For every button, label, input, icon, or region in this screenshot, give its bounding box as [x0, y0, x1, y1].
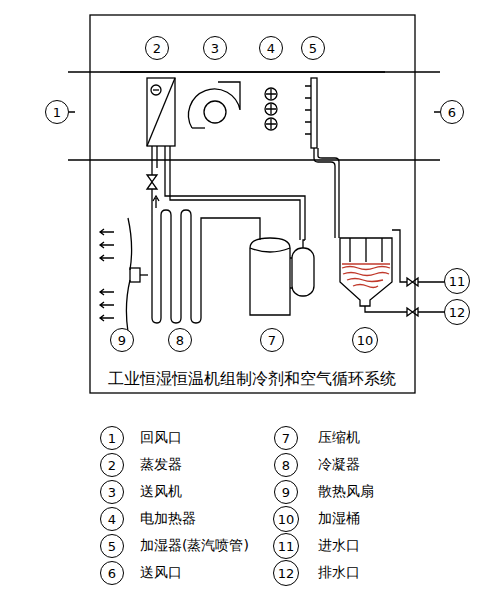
- callout-text: 2: [108, 459, 116, 472]
- callout-text: 8: [176, 334, 184, 347]
- callout-number: 10: [273, 506, 299, 532]
- callout-text: 12: [449, 306, 466, 319]
- condenser-coil: [152, 205, 260, 323]
- drain-pipe: [365, 306, 445, 312]
- callout-number: 9: [110, 328, 134, 352]
- humidifier-tank: [340, 238, 392, 306]
- callout-text: 9: [118, 334, 126, 347]
- callout-text: 9: [282, 486, 290, 499]
- part-name: 压缩机: [318, 430, 360, 445]
- blower: [188, 82, 240, 128]
- steam-nozzle: [311, 78, 317, 148]
- compressor: [250, 238, 290, 315]
- part-name: 回风口: [140, 430, 182, 445]
- callout-number: 1: [45, 100, 69, 124]
- callout-number: 7: [260, 328, 284, 352]
- part-name: 散热风扇: [318, 484, 374, 499]
- callout-number: 12: [273, 560, 299, 586]
- callout-text: 3: [108, 486, 116, 499]
- part-name: 排水口: [318, 565, 360, 580]
- part-name: 蒸发器: [140, 457, 182, 472]
- callout-number: 6: [100, 561, 124, 585]
- callout-text: 6: [108, 567, 116, 580]
- part-name: 冷凝器: [318, 457, 360, 472]
- callout-text: 2: [153, 42, 161, 55]
- callout-text: 5: [108, 540, 116, 553]
- callout-text: 6: [448, 106, 456, 119]
- unit-housing: [90, 15, 415, 393]
- callout-number: 5: [301, 36, 325, 60]
- callout-text: 12: [278, 567, 295, 580]
- cooling-fan: [100, 218, 148, 332]
- callout-number: 9: [274, 480, 298, 504]
- part-name: 电加热器: [140, 511, 196, 526]
- refrigerant-pipe: [152, 146, 300, 240]
- callout-text: 4: [108, 513, 116, 526]
- callout-text: 5: [309, 42, 317, 55]
- callout-number: 3: [203, 36, 227, 60]
- callout-number: 11: [444, 268, 470, 294]
- water-inlet-pipe: [392, 230, 445, 282]
- callout-text: 3: [211, 42, 219, 55]
- part-name: 送风机: [140, 484, 182, 499]
- callout-number: 1: [100, 426, 124, 450]
- evaporator: [147, 78, 175, 146]
- callout-number: 10: [352, 327, 378, 353]
- callout-number: 8: [274, 453, 298, 477]
- callout-text: 11: [449, 275, 466, 288]
- diagram-title: 工业恒湿恒温机组制冷剂和空气循环系统: [108, 370, 396, 388]
- callout-number: 3: [100, 480, 124, 504]
- part-name: 加湿桶: [318, 511, 360, 526]
- callout-text: 10: [278, 513, 295, 526]
- steam-pipe: [314, 148, 335, 238]
- callout-number: 12: [444, 299, 470, 325]
- callout-text: 11: [278, 540, 295, 553]
- callout-number: 7: [274, 426, 298, 450]
- callout-text: 7: [282, 432, 290, 445]
- callout-number: 5: [100, 534, 124, 558]
- part-name: 送风口: [140, 565, 182, 580]
- callout-number: 11: [273, 533, 299, 559]
- part-name: 加湿器(蒸汽喷管): [140, 538, 249, 553]
- callout-text: 1: [108, 432, 116, 445]
- callout-text: 7: [268, 334, 276, 347]
- callout-number: 4: [100, 507, 124, 531]
- callout-number: 6: [440, 100, 464, 124]
- callout-number: 8: [168, 328, 192, 352]
- callout-text: 8: [282, 459, 290, 472]
- callout-text: 1: [53, 106, 61, 119]
- callout-text: 10: [357, 334, 374, 347]
- part-name: 进水口: [318, 538, 360, 553]
- callout-text: 4: [267, 42, 275, 55]
- air-duct: [68, 72, 440, 160]
- callout-number: 2: [100, 453, 124, 477]
- callout-number: 4: [259, 36, 283, 60]
- callout-number: 2: [145, 36, 169, 60]
- electric-heater: [265, 88, 277, 130]
